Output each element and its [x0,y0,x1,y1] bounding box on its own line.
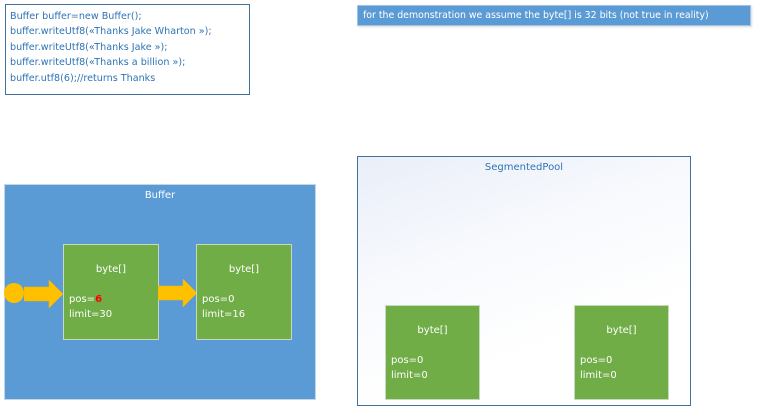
pos-value-highlight: 6 [95,294,103,305]
segment-limit: limit=0 [391,370,428,381]
pool-segment: byte[] pos=0 limit=0 [385,305,480,400]
code-snippet-box: Buffer buffer=new Buffer(); buffer.write… [5,4,250,95]
pool-title: SegmentedPool [484,162,564,173]
segment-title: byte[] [417,325,448,336]
segment-title: byte[] [606,325,637,336]
segment-title: byte[] [228,264,260,275]
segment-limit: limit=16 [202,309,246,320]
buffer-segment: byte[] pos=6 limit=30 [63,244,159,340]
pos-value: 0 [228,294,235,305]
pool-segment: byte[] pos=0 limit=0 [574,305,669,400]
head-pointer-dot [4,283,24,303]
segment-pos: pos=0 [391,355,424,366]
segment-limit: limit=0 [580,370,617,381]
buffer-segment: byte[] pos=0 limit=16 [196,244,292,340]
code-line: Buffer buffer=new Buffer(); [10,11,142,22]
buffer-title: Buffer [144,190,176,201]
segment-pos: pos=0 [202,294,234,305]
pos-label: pos= [69,294,96,305]
head-arrow-icon [24,280,64,308]
segment-title: byte[] [95,264,127,275]
assumption-note: for the demonstration we assume the byte… [357,5,751,26]
code-line: buffer.utf8(6);//returns Thanks [10,72,156,84]
next-segment-arrow-icon [158,279,198,307]
segment-pos: pos=0 [580,355,613,366]
segment-pos: pos=6 [69,294,102,305]
code-line: buffer.writeUtf8(«Thanks Jake Wharton »)… [10,26,212,38]
pos-label: pos= [202,294,229,305]
code-line: buffer.writeUtf8(«Thanks a billion »); [10,57,186,69]
code-line: buffer.writeUtf8(«Thanks Jake »); [10,41,168,53]
segment-limit: limit=30 [69,309,113,320]
